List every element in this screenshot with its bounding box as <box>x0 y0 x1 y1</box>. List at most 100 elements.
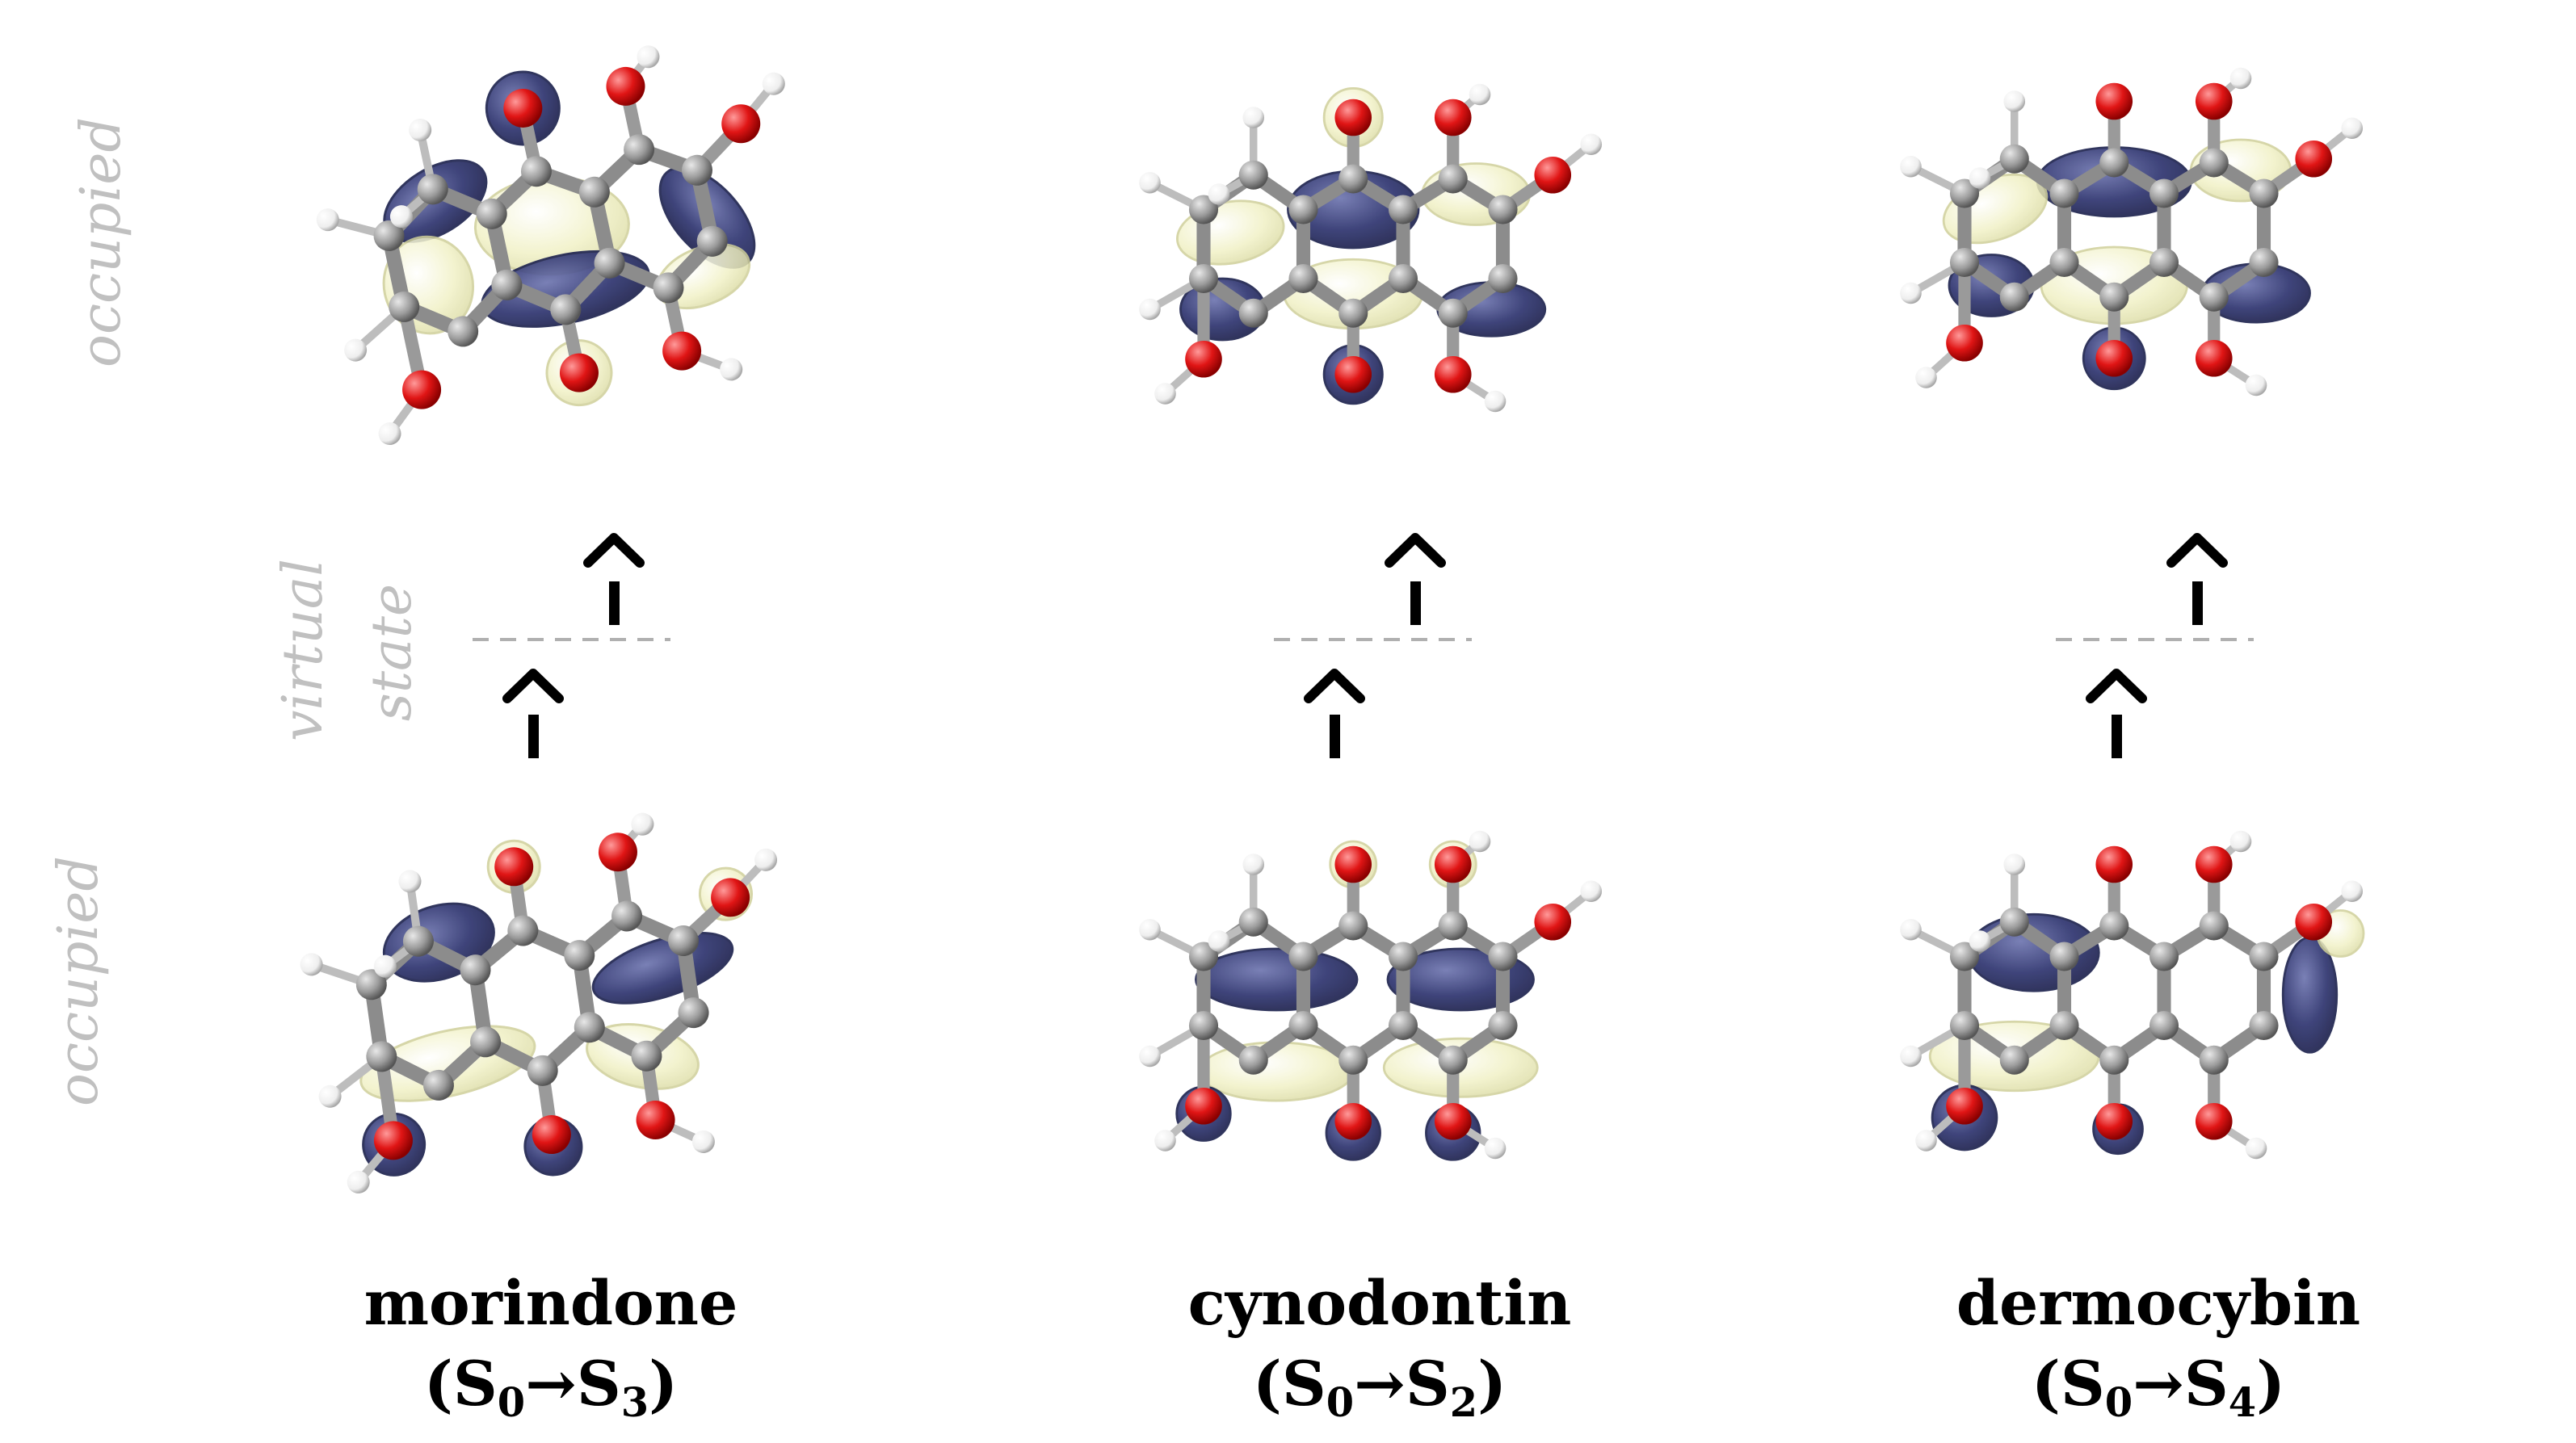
carbon-atom <box>2249 942 2279 971</box>
carbon-atom <box>476 198 507 229</box>
oxygen-atom <box>2195 845 2233 883</box>
caption-morindone: morindone (S0→S3) <box>364 1267 738 1426</box>
hydrogen-atom <box>2003 854 2026 875</box>
oxygen-atom <box>2295 140 2333 178</box>
carbon-atom <box>389 291 420 322</box>
carbon-atom <box>2199 1045 2229 1075</box>
hydrogen-atom <box>1139 1045 1161 1068</box>
molecule-morindone-bottom <box>300 812 778 1193</box>
carbon-atom <box>1949 1010 1980 1041</box>
hydrogen-atom <box>2245 374 2267 396</box>
oxygen-atom <box>1534 156 1572 194</box>
hydrogen-atom <box>409 118 432 141</box>
carbon-atom <box>355 969 387 1000</box>
hydrogen-atom <box>300 953 323 976</box>
carbon-atom <box>574 1012 605 1043</box>
hydrogen-atom <box>637 45 660 69</box>
carbon-atom <box>1388 942 1418 971</box>
carbon-atom <box>1288 1010 1318 1041</box>
carbon-atom <box>1949 178 1980 208</box>
carbon-atom <box>2249 1010 2279 1041</box>
hydrogen-atom <box>754 848 778 871</box>
transition-label: (S0→S3) <box>424 1348 678 1426</box>
oxygen-atom <box>1434 99 1472 136</box>
oxygen-atom <box>2195 1102 2233 1140</box>
hydrogen-atom <box>389 205 413 229</box>
carbon-atom <box>2049 1010 2079 1041</box>
hydrogen-atom <box>1139 171 1161 194</box>
hydrogen-atom <box>1208 930 1230 952</box>
oxygen-atom <box>721 104 761 144</box>
carbon-atom <box>1338 911 1368 941</box>
hydrogen-atom <box>1154 1130 1176 1151</box>
hydrogen-atom <box>1900 1045 1922 1068</box>
carbon-atom <box>2249 247 2279 278</box>
carbon-atom <box>1338 1045 1368 1075</box>
carbon-atom <box>1188 263 1219 294</box>
carbon-atom <box>594 247 625 279</box>
molecule-name: morindone <box>364 1267 738 1339</box>
carbon-atom <box>448 316 479 347</box>
carbon-atom <box>402 925 434 957</box>
hydrogen-atom <box>2229 67 2252 90</box>
hydrogen-atom <box>1484 1137 1507 1160</box>
hydrogen-atom <box>1154 383 1176 405</box>
carbon-atom <box>611 900 643 932</box>
hydrogen-atom <box>691 1130 715 1153</box>
arrow-up-upper <box>2166 533 2228 625</box>
carbon-atom <box>1238 907 1268 937</box>
carbon-atom <box>1949 247 1980 278</box>
oxygen-atom <box>662 331 702 371</box>
carbon-atom <box>624 134 655 166</box>
oxygen-atom <box>1185 1087 1222 1125</box>
carbon-atom <box>1438 1045 1468 1075</box>
hydrogen-atom <box>1900 918 1922 941</box>
oxygen-atom <box>373 1121 413 1160</box>
carbon-atom <box>682 154 713 186</box>
hydrogen-atom <box>2341 117 2364 140</box>
hydrogen-atom <box>2341 880 2364 903</box>
hydrogen-atom <box>1242 107 1265 128</box>
label-occupied-bottom: occupied <box>47 856 111 1106</box>
carbon-atom <box>1188 195 1219 224</box>
hydrogen-atom <box>1469 83 1491 106</box>
hydrogen-atom <box>1580 880 1603 903</box>
molecule-name: cynodontin <box>1188 1267 1572 1339</box>
carbon-atom <box>527 1055 558 1086</box>
molecule-dermocybin-top <box>1900 67 2364 396</box>
carbon-atom <box>1388 195 1418 224</box>
carbon-atom <box>422 1069 454 1101</box>
carbon-atom <box>1388 1010 1418 1041</box>
oxygen-atom <box>494 847 534 887</box>
carbon-atom <box>2149 1010 2179 1041</box>
carbon-atom <box>564 940 595 971</box>
oxygen-atom <box>1434 355 1472 393</box>
hydrogen-atom <box>2229 830 2252 853</box>
oxygen-atom <box>2195 339 2233 377</box>
oxygen-atom <box>1434 845 1472 883</box>
molecule-cynodontin-top <box>1139 83 1603 413</box>
oxygen-atom <box>636 1100 675 1139</box>
hydrogen-atom <box>373 954 397 978</box>
carbon-atom <box>578 176 610 208</box>
label-state: state <box>360 584 424 721</box>
oxygen-atom <box>606 66 645 106</box>
oxygen-atom <box>402 370 442 409</box>
carbon-atom <box>2149 942 2179 971</box>
oxygen-atom <box>2195 82 2233 120</box>
carbon-atom <box>1488 1010 1518 1041</box>
hydrogen-atom <box>318 1084 342 1108</box>
excitation-cynodontin <box>1274 533 1472 758</box>
carbon-atom <box>1188 1010 1219 1041</box>
hydrogen-atom <box>1139 918 1161 941</box>
carbon-atom <box>460 954 491 986</box>
carbon-atom <box>1338 164 1368 194</box>
hydrogen-atom <box>1139 298 1161 321</box>
oxygen-atom <box>2095 82 2133 120</box>
caption-dermocybin: dermocybin (S0→S4) <box>1956 1267 2360 1426</box>
hydrogen-atom <box>1580 133 1603 156</box>
oxygen-atom <box>2095 339 2133 377</box>
hydrogen-atom <box>1969 930 1991 952</box>
orbital-lobe-dark <box>1195 947 1359 1012</box>
oxygen-atom <box>1434 1102 1472 1140</box>
